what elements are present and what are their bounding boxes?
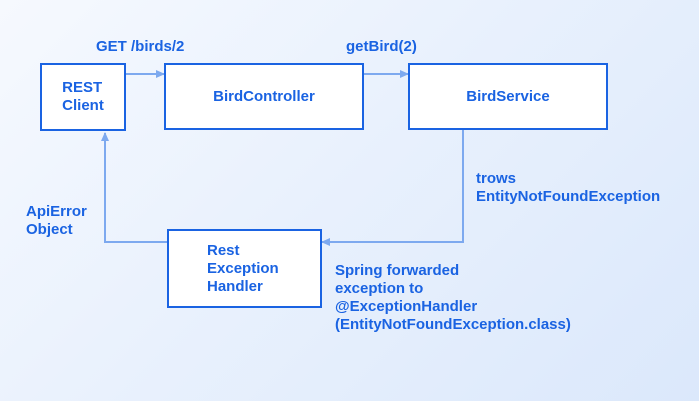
- edge-label-throws: trows EntityNotFoundException: [476, 170, 661, 205]
- edge-label-get-request: GET /birds/2: [96, 38, 185, 55]
- node-label: BirdController: [213, 87, 315, 105]
- node-bird-controller: BirdController: [164, 63, 364, 130]
- arrow-handler-to-client: [101, 132, 167, 243]
- edge-label-api-error: ApiError Object: [26, 203, 87, 238]
- node-bird-service: BirdService: [408, 63, 608, 130]
- node-label: REST Client: [62, 79, 104, 114]
- node-label: BirdService: [466, 87, 550, 105]
- edge-label-forwarded: Spring forwarded exception to @Exception…: [335, 262, 571, 333]
- arrow-service-to-handler: [321, 130, 464, 246]
- edge-label-get-bird: getBird(2): [346, 38, 417, 55]
- node-label: Rest Exception Handler: [207, 241, 279, 295]
- node-exception-handler: Rest Exception Handler: [167, 229, 322, 308]
- node-rest-client: REST Client: [40, 63, 126, 131]
